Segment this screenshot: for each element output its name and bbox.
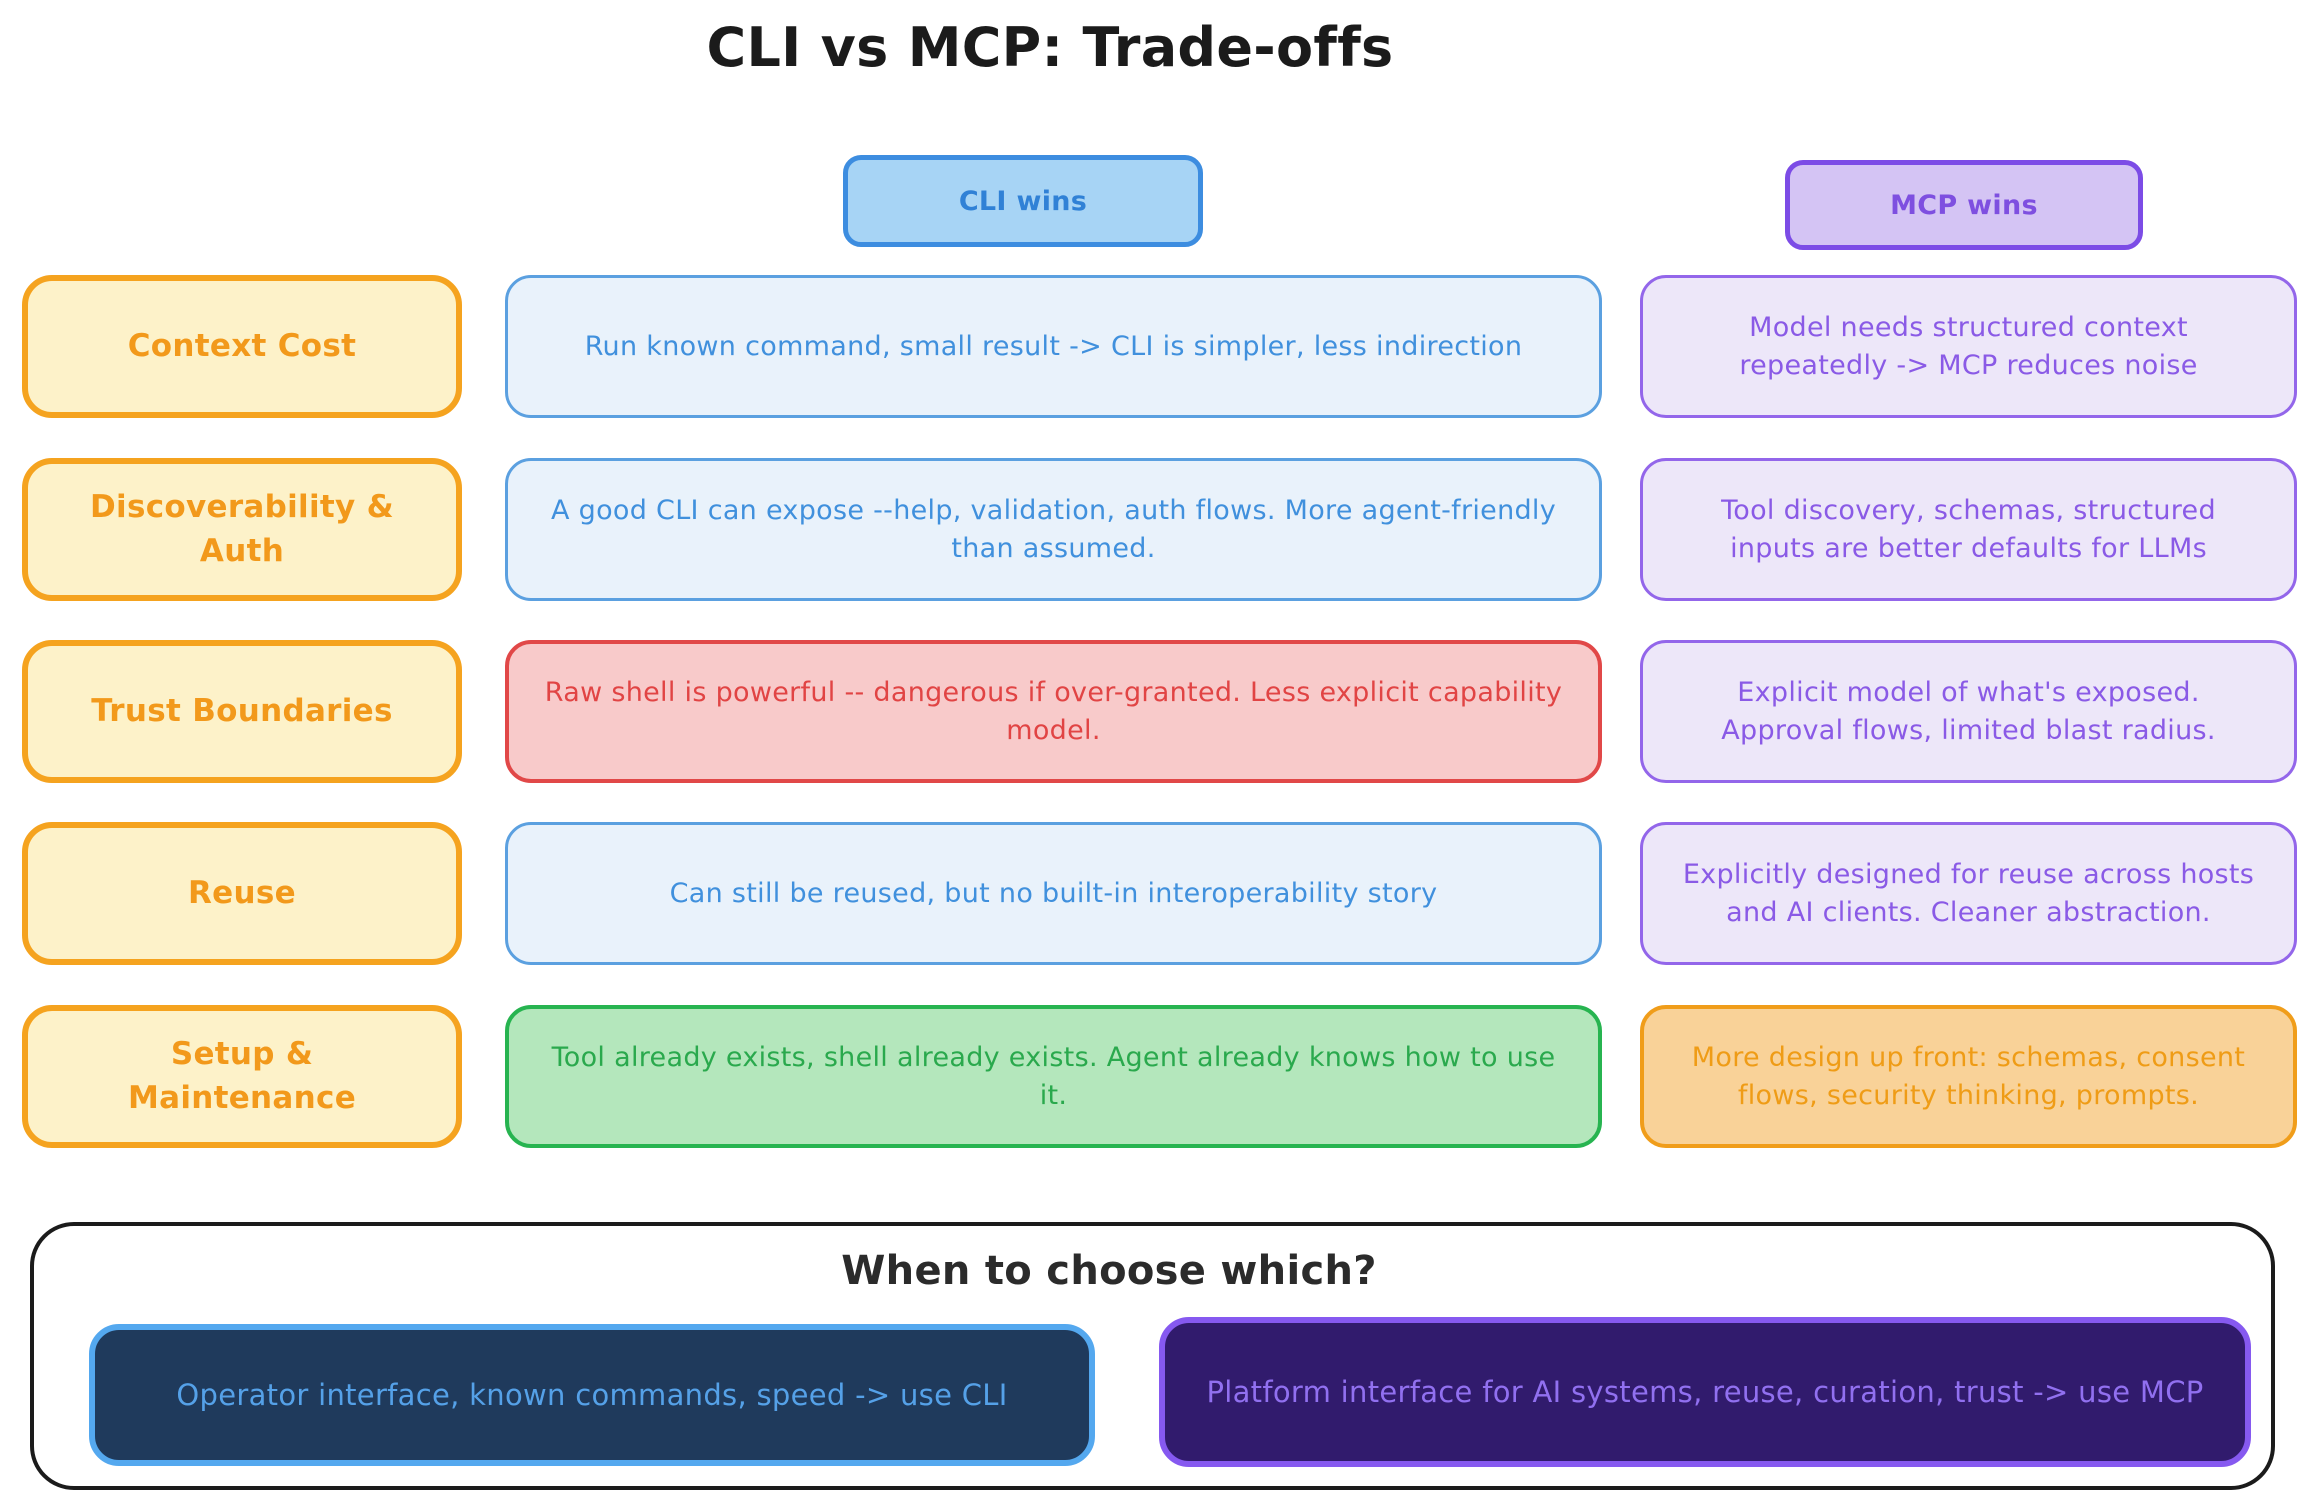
cli-wins-header-badge: CLI wins: [843, 155, 1203, 247]
when-to-choose-title: When to choose which?: [841, 1248, 1377, 1294]
cli-cell-setup-maintenance: Tool already exists, shell already exist…: [505, 1005, 1602, 1148]
cli-cell-trust-boundaries: Raw shell is powerful -- dangerous if ov…: [505, 640, 1602, 783]
category-label-discoverability-auth: Discoverability & Auth: [22, 458, 462, 601]
category-label-trust-boundaries: Trust Boundaries: [22, 640, 462, 783]
category-label-setup-maintenance: Setup & Maintenance: [22, 1005, 462, 1148]
cli-cell-context-cost: Run known command, small result -> CLI i…: [505, 275, 1602, 418]
mcp-cell-discoverability-auth: Tool discovery, schemas, structured inpu…: [1640, 458, 2297, 601]
mcp-cell-trust-boundaries: Explicit model of what's exposed. Approv…: [1640, 640, 2297, 783]
category-label-reuse: Reuse: [22, 822, 462, 965]
mcp-cell-setup-maintenance: More design up front: schemas, consent f…: [1640, 1005, 2297, 1148]
mcp-wins-header-badge: MCP wins: [1785, 160, 2143, 250]
diagram-title: CLI vs MCP: Trade-offs: [706, 16, 1394, 79]
cli-cell-discoverability-auth: A good CLI can expose --help, validation…: [505, 458, 1602, 601]
mcp-cell-context-cost: Model needs structured context repeatedl…: [1640, 275, 2297, 418]
category-label-context-cost: Context Cost: [22, 275, 462, 418]
use-mcp-recommendation: Platform interface for AI systems, reuse…: [1159, 1317, 2251, 1467]
mcp-cell-reuse: Explicitly designed for reuse across hos…: [1640, 822, 2297, 965]
when-to-choose-container: When to choose which? Operator interface…: [30, 1222, 2275, 1490]
use-cli-recommendation: Operator interface, known commands, spee…: [89, 1324, 1095, 1466]
cli-cell-reuse: Can still be reused, but no built-in int…: [505, 822, 1602, 965]
